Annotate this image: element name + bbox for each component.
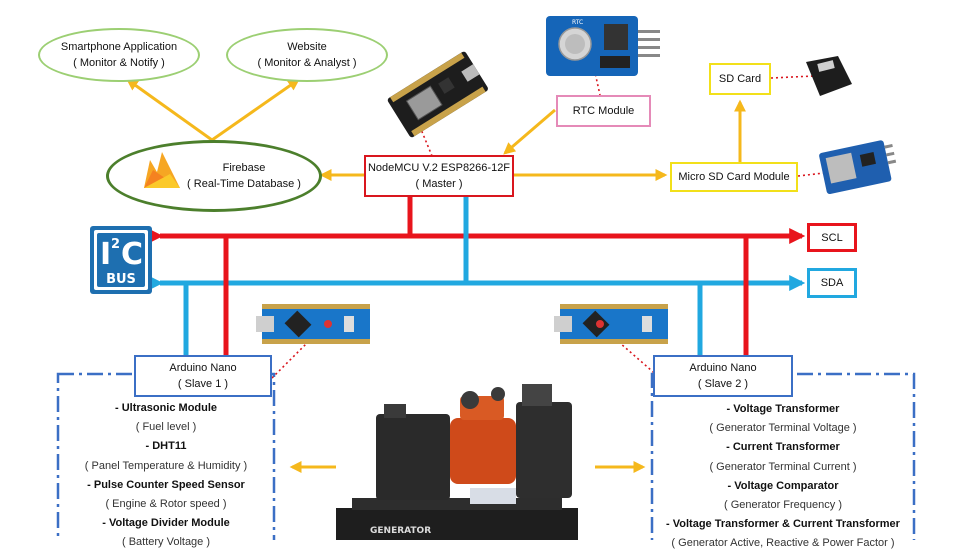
slave1-sensor-3-desc: ( Battery Voltage ) (121, 536, 211, 549)
scl-label-box: SCL (807, 223, 857, 252)
nodemcu-master-node: NodeMCU V.2 ESP8266-12F ( Master ) (364, 155, 514, 197)
nodemcu-subtitle: ( Master ) (415, 178, 463, 190)
i2c-logo-bus: BUS (106, 272, 136, 287)
firebase-node: Firebase ( Real-Time Database ) (106, 140, 322, 212)
sdcard-node: SD Card (709, 63, 771, 95)
generator-label: GENERATOR (370, 526, 431, 536)
slave1-sensor-3-name: - Voltage Divider Module (102, 517, 230, 530)
scl-label: SCL (821, 231, 843, 244)
website-title: Website (287, 41, 327, 53)
arrow-rtc-to-master (503, 108, 556, 155)
nodemcu-board-image (387, 51, 488, 138)
microsd-module-image (819, 140, 897, 195)
slave2-sensor-3-desc: ( Generator Active, Reactive & Power Fac… (671, 537, 895, 550)
rtc-module-node: RTC Module (556, 95, 651, 127)
slave1-sensor-1-name: - DHT11 (145, 440, 187, 453)
arrow-firebase-to-website (211, 78, 300, 142)
i2c-logo-i: I (100, 237, 111, 272)
slave2-sensor-2-desc: ( Generator Frequency ) (724, 499, 842, 512)
slave1-sensor-2-name: - Pulse Counter Speed Sensor (87, 478, 245, 491)
smartphone-app-title: Smartphone Application (60, 41, 178, 53)
generator-image: GENERATOR (336, 384, 578, 540)
slave2-title: Arduino Nano (689, 362, 757, 374)
rtc-chip-label: RTC (572, 19, 583, 26)
slave2-sensor-0-name: - Voltage Transformer (726, 403, 840, 415)
sda-label-box: SDA (807, 268, 857, 298)
smartphone-app-subtitle: ( Monitor & Notify ) (73, 57, 165, 69)
rtc-module-image: RTC (546, 16, 660, 76)
slave2-sensor-2-name: - Voltage Comparator (727, 479, 839, 492)
slave1-sensor-1-desc: ( Panel Temperature & Humidity ) (84, 459, 248, 472)
slave1-subtitle: ( Slave 1 ) (177, 378, 229, 390)
microsd-module-title: Micro SD Card Module (678, 171, 790, 183)
rtc-module-title: RTC Module (572, 105, 635, 117)
sdcard-image (806, 56, 852, 96)
arduino-nano-slave1-node: Arduino Nano ( Slave 1 ) (134, 355, 272, 397)
slave2-subtitle: ( Slave 2 ) (697, 378, 749, 390)
slave2-sensor-list: - Voltage Transformer ( Generator Termin… (654, 400, 912, 554)
nano2-board-image (554, 304, 668, 344)
i2c-logo-sup: 2 (111, 237, 120, 252)
slave1-sensor-0-name: - Ultrasonic Module (114, 402, 218, 414)
firebase-subtitle: ( Real-Time Database ) (187, 178, 301, 190)
data-flow-arrows (126, 78, 746, 473)
nano1-board-image (256, 304, 370, 344)
website-subtitle: ( Monitor & Analyst ) (257, 57, 357, 69)
microsd-module-node: Micro SD Card Module (670, 162, 798, 192)
pointer-sdcard (770, 75, 815, 79)
slave1-sensor-0-desc: ( Fuel level ) (135, 421, 197, 434)
i2c-logo-c: C (121, 237, 143, 272)
system-diagram: I 2 C BUS RTC (56, 16, 916, 540)
slave2-sensor-1-desc: ( Generator Terminal Current ) (709, 460, 857, 473)
smartphone-app-node: Smartphone Application ( Monitor & Notif… (38, 28, 200, 82)
slave1-sensor-2-desc: ( Engine & Rotor speed ) (105, 498, 227, 511)
pointer-microsd (797, 171, 834, 177)
sda-label: SDA (820, 277, 844, 289)
arrow-firebase-to-smartphone (126, 78, 213, 142)
slave2-sensor-1-name: - Current Transformer (726, 441, 840, 454)
firebase-title: Firebase (222, 162, 266, 174)
slave2-sensor-0-desc: ( Generator Terminal Voltage ) (709, 422, 857, 435)
slave1-title: Arduino Nano (169, 362, 237, 374)
nodemcu-title: NodeMCU V.2 ESP8266-12F (367, 162, 511, 174)
slave2-sensor-3-name: - Voltage Transformer & Current Transfor… (666, 518, 900, 531)
i2c-bus-lines (147, 196, 806, 355)
website-node: Website ( Monitor & Analyst ) (226, 28, 388, 82)
pointer-nano2 (595, 321, 661, 379)
slave1-sensor-list: - Ultrasonic Module ( Fuel level ) - DHT… (60, 399, 272, 553)
i2c-bus-logo: I 2 C BUS (90, 226, 152, 294)
sdcard-title: SD Card (718, 73, 762, 85)
arduino-nano-slave2-node: Arduino Nano ( Slave 2 ) (653, 355, 793, 397)
